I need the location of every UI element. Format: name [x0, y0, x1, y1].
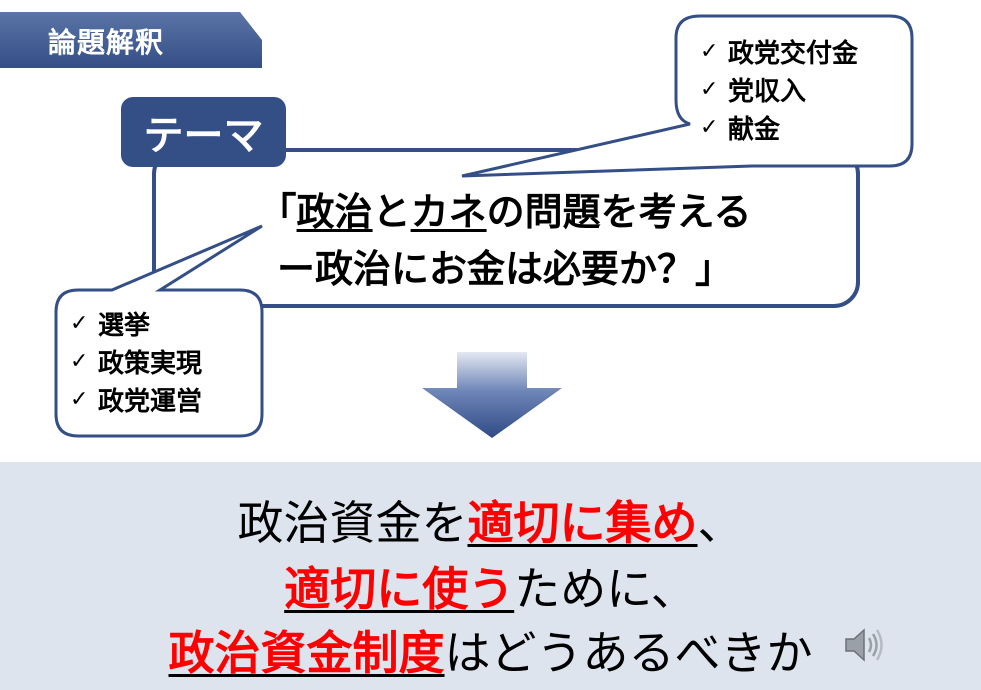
conclusion-emphasis: 政治資金制度	[168, 626, 445, 680]
theme-text-rest: の問題を考える	[486, 190, 752, 234]
section-header-title: 論題解釈	[48, 26, 165, 59]
check-icon: ✓	[70, 348, 89, 374]
check-icon: ✓	[700, 114, 719, 140]
check-icon: ✓	[700, 38, 719, 64]
down-arrow-icon	[422, 352, 562, 438]
list-item: ✓ 党収入	[700, 70, 858, 108]
list-item-label: 献金	[728, 114, 781, 145]
list-item-label: 政党交付金	[728, 38, 859, 69]
list-item: ✓ 政党交付金	[700, 32, 858, 70]
check-icon: ✓	[70, 386, 89, 412]
list-item-label: 党収入	[728, 76, 807, 107]
conclusion-line3: 政治資金制度はどうあるべきか	[0, 630, 981, 676]
theme-particle: と	[372, 190, 411, 234]
section-header-tab: 論題解釈	[0, 12, 262, 68]
conclusion-panel	[0, 462, 981, 690]
conclusion-text: はどうあるべきか	[444, 626, 813, 680]
theme-text-line2: ー政治にお金は必要か？」	[276, 247, 733, 291]
theme-keyword-money: カネ	[410, 190, 487, 234]
list-item-label: 選挙	[98, 310, 151, 341]
callout-right-list: ✓ 政党交付金 ✓ 党収入 ✓ 献金	[700, 32, 858, 146]
callout-left-list: ✓ 選挙 ✓ 政策実現 ✓ 政党運営	[70, 304, 202, 418]
check-icon: ✓	[700, 76, 719, 102]
theme-box	[152, 148, 860, 308]
list-item: ✓ 選挙	[70, 304, 202, 342]
list-item: ✓ 献金	[700, 108, 858, 146]
conclusion-line2: 適切に使うために、	[0, 566, 981, 612]
theme-open-bracket: 「	[258, 190, 297, 234]
list-item: ✓ 政党運営	[70, 380, 202, 418]
list-item-label: 政策実現	[98, 348, 203, 379]
theme-label: テーマ	[121, 97, 286, 167]
callout-bubble-left	[54, 224, 264, 438]
conclusion-text: 政治資金を	[237, 496, 468, 550]
conclusion-text: 、	[697, 496, 744, 550]
conclusion-text: ために、	[514, 562, 697, 616]
conclusion-line1: 政治資金を適切に集め、	[0, 500, 981, 546]
callout-bubble-right	[461, 14, 914, 178]
theme-text-line1: 「政治とカネの問題を考える	[160, 193, 850, 231]
list-item: ✓ 政策実現	[70, 342, 202, 380]
check-icon: ✓	[70, 310, 89, 336]
theme-keyword-politics: 政治	[296, 190, 373, 234]
conclusion-emphasis: 適切に使う	[284, 562, 515, 616]
conclusion-emphasis: 適切に集め	[467, 496, 698, 550]
list-item-label: 政党運営	[98, 386, 203, 417]
speaker-icon[interactable]	[842, 625, 886, 665]
